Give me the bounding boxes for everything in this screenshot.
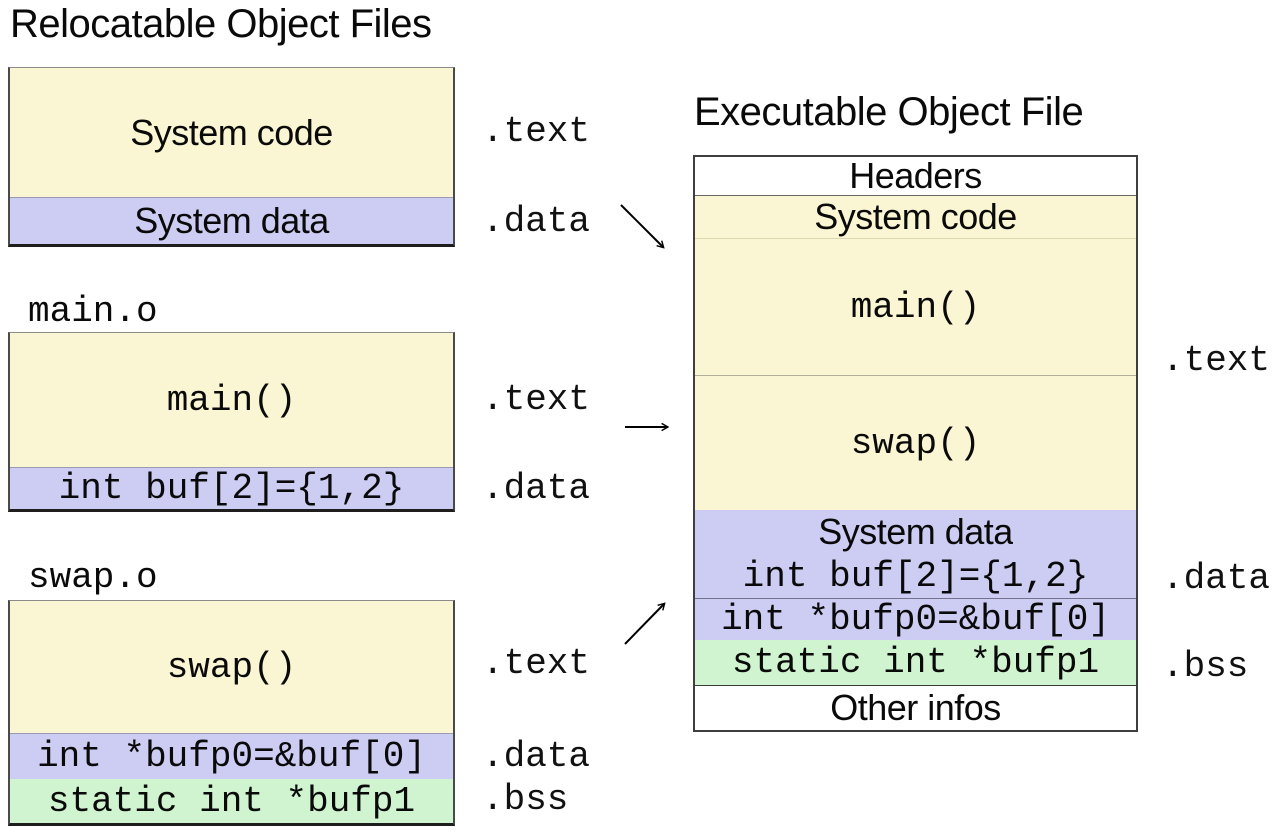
swap-text-section: swap() [10,601,453,733]
other-infos-label: Other infos [830,687,1001,728]
exec-headers-section: Headers [695,157,1136,195]
system-code-section: System code [10,68,453,197]
relocatable-files-title: Relocatable Object Files [10,2,432,46]
swap-o-box: swap() int *bufp0=&buf[0] static int *bu… [8,600,455,826]
swap-bss-section: static int *bufp1 [10,779,453,823]
system-data-tag: .data [482,201,591,242]
exec-swap-section: swap() [695,375,1136,510]
swap-data-section: int *bufp0=&buf[0] [10,733,453,779]
system-object-file-box: System code System data [8,67,455,247]
buf-definition-label: int buf[2]={1,2} [58,468,405,509]
swap-data-tag: .data [482,736,591,777]
arrow-swapo-to-exec-icon [624,602,666,645]
main-o-box: main() int buf[2]={1,2} [8,332,455,512]
exec-main-section: main() [695,238,1136,375]
executable-file-title: Executable Object File [694,90,1084,134]
executable-object-file-box: Headers System code main() swap() System… [693,155,1138,732]
exec-bufp0-definition-label: int *bufp0=&buf[0] [721,599,1110,640]
main-data-tag: .data [482,468,591,509]
exec-bufp1-definition-label: static int *bufp1 [731,642,1100,683]
bufp1-definition-label: static int *bufp1 [47,780,416,822]
system-code-label: System code [130,111,333,153]
exec-text-tag: .text [1162,340,1271,381]
headers-label: Headers [849,157,982,195]
system-data-section: System data [10,197,453,244]
exec-system-data-section: System data int buf[2]={1,2} [695,510,1136,598]
swap-o-filename: swap.o [28,557,158,598]
exec-bss-section: static int *bufp1 [695,640,1136,685]
exec-bss-tag: .bss [1162,646,1249,687]
exec-system-code-section: System code [695,195,1136,238]
main-text-section: main() [10,333,453,467]
exec-data-tag: .data [1162,558,1271,599]
exec-swap-function-label: swap() [850,422,981,464]
exec-system-code-label: System code [814,196,1017,237]
system-text-tag: .text [482,111,591,152]
exec-bufp0-section: int *bufp0=&buf[0] [695,598,1136,640]
main-o-filename: main.o [28,291,158,332]
main-text-tag: .text [482,379,591,420]
bufp0-definition-label: int *bufp0=&buf[0] [37,736,426,777]
exec-other-infos-section: Other infos [695,685,1136,730]
swap-text-tag: .text [482,643,591,684]
exec-buf-definition-label: int buf[2]={1,2} [742,555,1089,597]
exec-system-data-label: System data [818,511,1013,552]
swap-function-label: swap() [166,646,297,688]
exec-system-data-label-row: System data [818,510,1013,554]
exec-main-function-label: main() [850,286,981,328]
swap-bss-tag: .bss [482,779,569,820]
exec-buf-row: int buf[2]={1,2} [743,554,1089,598]
main-function-label: main() [166,379,297,421]
main-data-section: int buf[2]={1,2} [10,467,453,509]
arrow-systemdata-to-exec-icon [620,204,665,249]
system-data-label: System data [134,200,329,241]
